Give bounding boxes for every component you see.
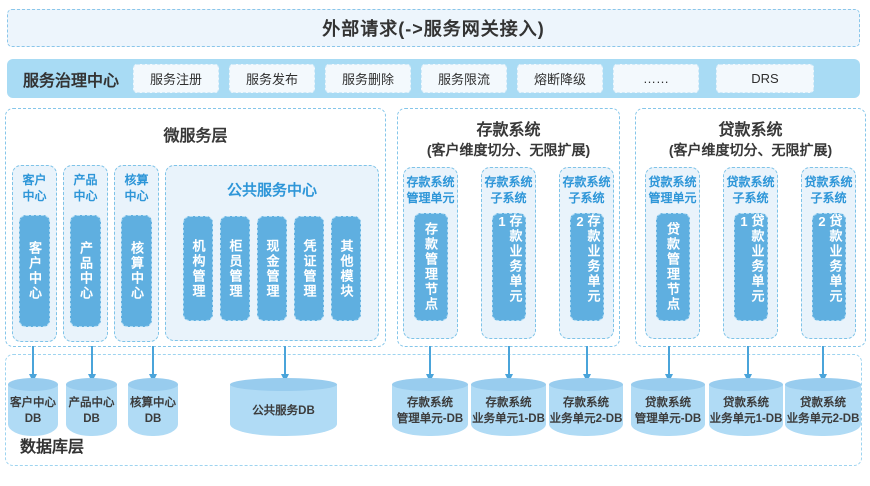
- unit-box-accounting-center: 核算中心: [121, 215, 152, 328]
- column-accounting-center: 核算 中心 核算中心: [114, 165, 159, 342]
- flow-arrow: [425, 346, 434, 382]
- db-label: 存款系统 业务单元2-DB: [549, 396, 623, 425]
- unit-box-loan-biz-unit-1: 贷款业务单元1: [733, 213, 768, 322]
- column-header: 核算 中心: [124, 173, 149, 203]
- unit-label: 贷款管理节点: [665, 222, 680, 313]
- governance-chip-delete: 服务删除: [325, 64, 412, 93]
- module-label: 凭证管理: [301, 238, 317, 299]
- column-header: 存款系统 管理单元: [406, 175, 455, 205]
- column-deposit-subsystem-2: 存款系统 子系统 存款业务单元2: [559, 167, 614, 339]
- unit-label: 贷款业务单元2: [814, 214, 843, 305]
- db-label: 贷款系统 业务单元1-DB: [709, 396, 783, 425]
- flow-arrow: [87, 346, 96, 382]
- governance-chip-circuit-break: 熔断降级: [517, 64, 604, 93]
- module-label: 其他模块: [338, 238, 354, 299]
- unit-box-deposit-biz-unit-2: 存款业务单元2: [569, 213, 604, 322]
- db-cylinder-public-service: 公共服务DB: [230, 378, 337, 436]
- module-label: 现金管理: [264, 238, 280, 299]
- db-cylinder-deposit-mgmt: 存款系统 管理单元-DB: [392, 378, 468, 436]
- unit-box-deposit-biz-unit-1: 存款业务单元1: [491, 213, 526, 322]
- unit-label: 存款管理节点: [423, 222, 438, 313]
- db-cylinder-accounting-center: 核算中心 DB: [128, 378, 178, 436]
- database-layer: 数据库层: [5, 354, 862, 466]
- column-header: 客户 中心: [22, 173, 47, 203]
- public-service-center: 公共服务中心 机构管理 柜员管理 现金管理 凭证管理 其他模块: [165, 165, 379, 341]
- module-other: 其他模块: [331, 216, 361, 321]
- flow-arrow: [582, 346, 591, 382]
- unit-box-deposit-mgmt-node: 存款管理节点: [413, 213, 448, 322]
- governance-label: 服务治理中心: [23, 72, 120, 90]
- unit-label: 产品中心: [78, 241, 93, 302]
- column-header: 存款系统 子系统: [562, 175, 611, 205]
- module-label: 机构管理: [190, 238, 206, 299]
- module-cash-management: 现金管理: [257, 216, 287, 321]
- column-header: 贷款系统 管理单元: [648, 175, 697, 205]
- column-loan-subsystem-2: 贷款系统 子系统 贷款业务单元2: [801, 167, 856, 339]
- external-request-banner: 外部请求(->服务网关接入): [7, 9, 860, 47]
- db-label: 存款系统 业务单元1-DB: [472, 396, 545, 425]
- panel-title-deposit: 存款系统: [476, 121, 541, 139]
- panel-title-microservice: 微服务层: [163, 127, 228, 145]
- flow-arrow: [818, 346, 827, 382]
- unit-label: 核算中心: [129, 241, 144, 302]
- flow-arrow: [664, 346, 673, 382]
- unit-label: 存款业务单元2: [572, 214, 601, 305]
- db-label: 产品中心 DB: [68, 396, 115, 425]
- flow-arrow: [280, 346, 289, 382]
- flow-arrow: [28, 346, 37, 382]
- db-cylinder-deposit-biz-2: 存款系统 业务单元2-DB: [549, 378, 623, 436]
- column-header: 贷款系统 子系统: [804, 175, 853, 205]
- column-loan-subsystem-1: 贷款系统 子系统 贷款业务单元1: [723, 167, 778, 339]
- database-layer-label: 数据库层: [20, 439, 85, 456]
- module-org-management: 机构管理: [183, 216, 213, 321]
- column-header: 产品 中心: [73, 173, 98, 203]
- db-cylinder-product-center: 产品中心 DB: [66, 378, 117, 436]
- column-header: 存款系统 子系统: [484, 175, 533, 205]
- service-governance-bar: 服务治理中心 服务注册 服务发布 服务删除 服务限流 熔断降级 …… DRS: [7, 59, 860, 98]
- column-deposit-mgmt-unit: 存款系统 管理单元 存款管理节点: [403, 167, 458, 339]
- governance-chip-throttle: 服务限流: [421, 64, 508, 93]
- db-cylinder-loan-biz-2: 贷款系统 业务单元2-DB: [785, 378, 861, 436]
- db-label: 公共服务DB: [252, 404, 315, 417]
- db-label: 核算中心 DB: [130, 396, 176, 425]
- unit-box-product-center: 产品中心: [70, 215, 101, 328]
- panel-microservice-layer: 微服务层 客户 中心 客户中心 产品 中心 产品中心 核算 中心 核算中心: [5, 108, 386, 347]
- banner-title: 外部请求(->服务网关接入): [322, 19, 545, 39]
- module-voucher-management: 凭证管理: [294, 216, 324, 321]
- module-label: 柜员管理: [227, 238, 243, 299]
- column-loan-mgmt-unit: 贷款系统 管理单元 贷款管理节点: [645, 167, 700, 339]
- flow-arrow: [504, 346, 513, 382]
- unit-label: 客户中心: [27, 241, 42, 302]
- governance-chip-drs: DRS: [716, 64, 814, 93]
- unit-label: 存款业务单元1: [494, 214, 523, 305]
- governance-chip-more: ……: [613, 64, 700, 93]
- panel-loan-system: 贷款系统 (客户维度切分、无限扩展) 贷款系统 管理单元 贷款管理节点 贷款系统…: [635, 108, 866, 347]
- governance-chip-register: 服务注册: [133, 64, 220, 93]
- unit-box-loan-mgmt-node: 贷款管理节点: [655, 213, 690, 322]
- panel-subtitle-deposit: (客户维度切分、无限扩展): [426, 142, 591, 159]
- panel-title-loan: 贷款系统: [718, 121, 783, 139]
- column-customer-center: 客户 中心 客户中心: [12, 165, 57, 342]
- public-service-center-header: 公共服务中心: [226, 182, 317, 199]
- db-cylinder-loan-mgmt: 贷款系统 管理单元-DB: [631, 378, 705, 436]
- db-cylinder-customer-center: 客户中心 DB: [8, 378, 58, 436]
- column-deposit-subsystem-1: 存款系统 子系统 存款业务单元1: [481, 167, 536, 339]
- db-label: 贷款系统 业务单元2-DB: [786, 396, 860, 425]
- governance-chip-publish: 服务发布: [229, 64, 316, 93]
- db-cylinder-loan-biz-1: 贷款系统 业务单元1-DB: [709, 378, 783, 436]
- column-header: 贷款系统 子系统: [726, 175, 775, 205]
- db-label: 客户中心 DB: [10, 396, 56, 425]
- db-label: 贷款系统 管理单元-DB: [634, 396, 702, 425]
- panel-deposit-system: 存款系统 (客户维度切分、无限扩展) 存款系统 管理单元 存款管理节点 存款系统…: [397, 108, 620, 347]
- panel-subtitle-loan: (客户维度切分、无限扩展): [668, 142, 833, 159]
- db-label: 存款系统 管理单元-DB: [396, 396, 464, 425]
- flow-arrow: [148, 346, 157, 382]
- unit-box-loan-biz-unit-2: 贷款业务单元2: [811, 213, 846, 322]
- unit-box-customer-center: 客户中心: [19, 215, 50, 328]
- column-product-center: 产品 中心 产品中心: [63, 165, 108, 342]
- flow-arrow: [743, 346, 752, 382]
- module-teller-management: 柜员管理: [220, 216, 250, 321]
- unit-label: 贷款业务单元1: [736, 214, 765, 305]
- db-cylinder-deposit-biz-1: 存款系统 业务单元1-DB: [471, 378, 546, 436]
